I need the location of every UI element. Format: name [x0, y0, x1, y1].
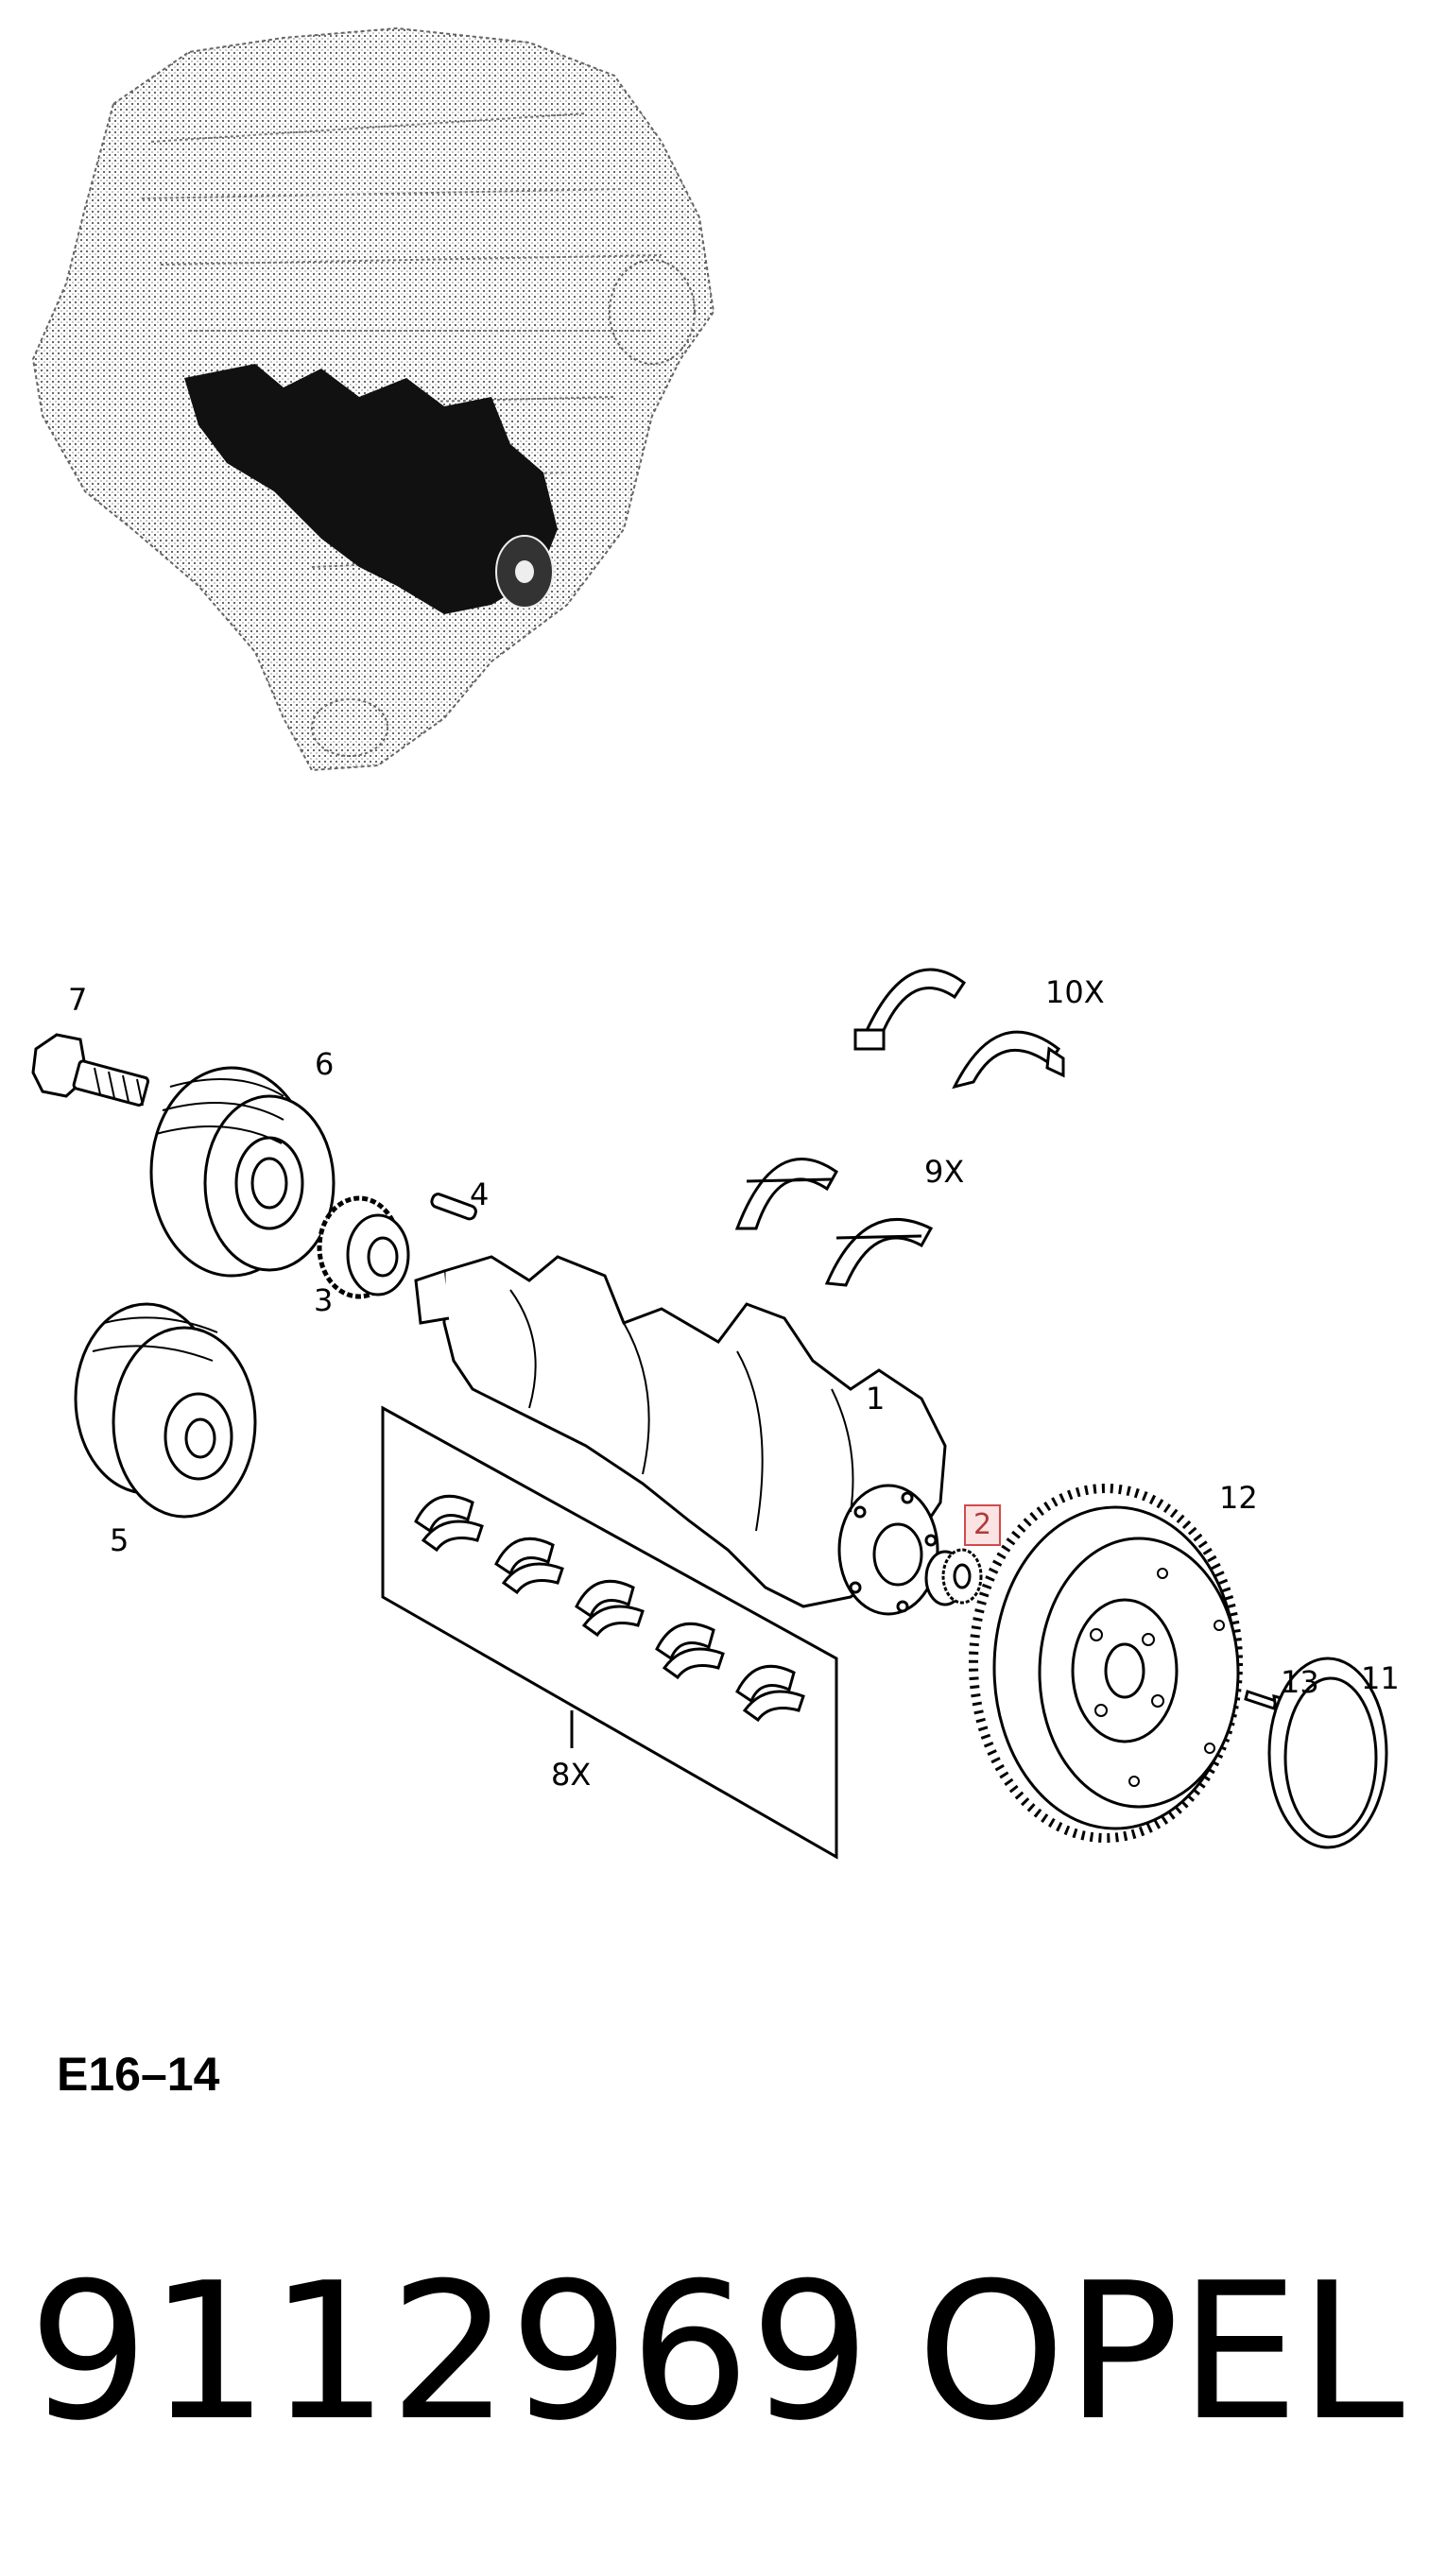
flywheel	[969, 1484, 1243, 1843]
callout-9x: 9X	[924, 1154, 965, 1190]
part-number-banner: 9112969 OPEL	[28, 2235, 1408, 2481]
brand-name: OPEL	[917, 2242, 1404, 2463]
callout-4: 4	[470, 1176, 490, 1212]
timing-sprocket	[317, 1195, 410, 1299]
callout-8x: 8X	[551, 1757, 592, 1793]
diagram-code: E16–14	[57, 2048, 220, 2101]
crankshaft-pulley	[149, 1066, 336, 1278]
callout-1: 1	[866, 1381, 886, 1417]
callout-10x: 10X	[1045, 974, 1105, 1010]
callout-12: 12	[1219, 1480, 1258, 1516]
callout-2-highlighted[interactable]: 2	[964, 1504, 1002, 1546]
crankshaft	[414, 1255, 947, 1616]
rear-seal-ring	[1267, 1657, 1388, 1849]
callout-7: 7	[68, 982, 88, 1018]
thrust-bearing-shells	[734, 1158, 934, 1287]
engine-block-locator	[31, 26, 715, 772]
callout-3: 3	[314, 1282, 334, 1318]
callout-13: 13	[1281, 1664, 1319, 1700]
callout-5: 5	[110, 1522, 129, 1558]
auxiliary-pulley	[74, 1302, 257, 1519]
callout-6: 6	[315, 1046, 335, 1082]
woodruff-key	[430, 1193, 477, 1221]
main-bearing-set	[381, 1405, 838, 1860]
part-number: 9112969	[28, 2242, 870, 2463]
pulley-bolt	[31, 1033, 150, 1107]
callout-11: 11	[1361, 1660, 1400, 1696]
upper-bearing-shells	[853, 968, 1065, 1090]
pilot-bearing	[924, 1548, 983, 1606]
